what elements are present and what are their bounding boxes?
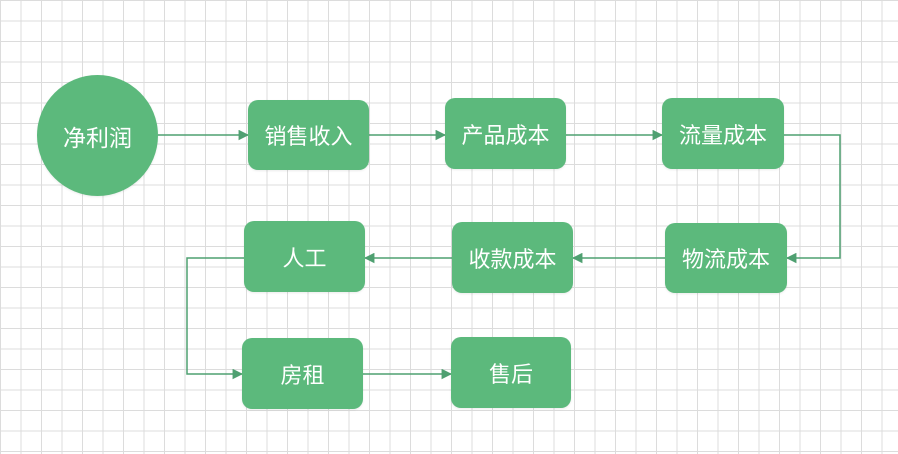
node-after-sales[interactable]: 售后: [451, 337, 571, 408]
node-rent[interactable]: 房租: [242, 338, 363, 409]
edge-traffic-cost-to-logistics-cost: [784, 134, 841, 264]
node-traffic-cost[interactable]: 流量成本: [662, 98, 784, 169]
node-payment-cost[interactable]: 收款成本: [452, 222, 573, 293]
node-labor[interactable]: 人工: [244, 221, 365, 292]
node-logistics-cost[interactable]: 物流成本: [665, 223, 787, 293]
node-product-cost[interactable]: 产品成本: [445, 98, 566, 169]
edge-labor-to-rent: [186, 257, 244, 380]
node-net-profit[interactable]: 净利润: [37, 75, 158, 196]
node-sales-revenue[interactable]: 销售收入: [248, 100, 369, 170]
